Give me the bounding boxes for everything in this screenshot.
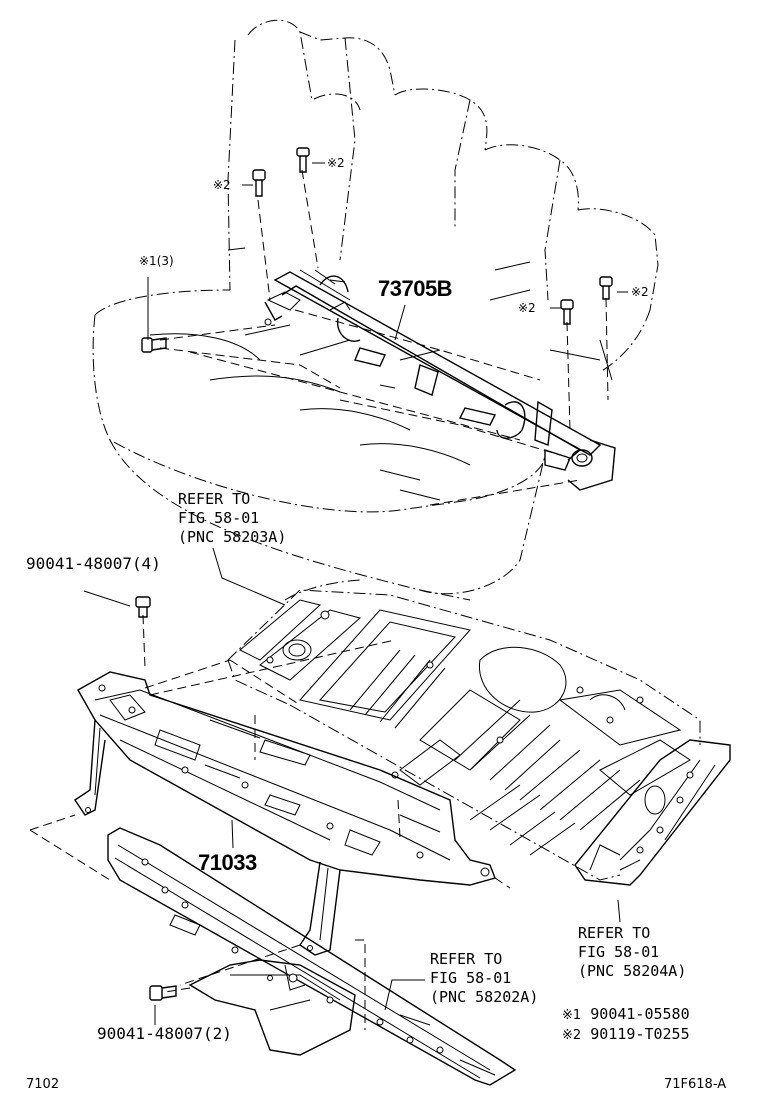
leader-73705b bbox=[394, 304, 406, 341]
bolt-seat-left bbox=[141, 337, 167, 353]
footer-left-code: 7102 bbox=[26, 1077, 60, 1092]
panel-71033 bbox=[74, 671, 496, 956]
legend-row-2: ※2 90119-T0255 bbox=[562, 1024, 690, 1044]
refer-right[interactable]: REFER TO FIG 58-01 (PNC 58204A) bbox=[578, 924, 686, 981]
refer-right-line1: REFER TO bbox=[578, 924, 651, 942]
bolt-upper-center bbox=[296, 147, 310, 173]
refer-right-line2: FIG 58-01 bbox=[578, 943, 660, 961]
refer-top-line2: FIG 58-01 bbox=[178, 509, 260, 527]
label-71033[interactable]: 71033 bbox=[198, 850, 257, 875]
refer-top-line3: (PNC 58203A) bbox=[178, 528, 287, 546]
refer-bottom-line3: (PNC 58202A) bbox=[430, 988, 539, 1006]
legend-part-2[interactable]: 90119-T0255 bbox=[590, 1025, 690, 1043]
label-mark2-d: ※2 bbox=[631, 285, 649, 299]
side-member-right bbox=[574, 739, 731, 886]
seat-belt-bar-73705b bbox=[264, 269, 616, 491]
footer-right-code: 71F618-A bbox=[664, 1077, 727, 1092]
refer-bottom-line2: FIG 58-01 bbox=[430, 969, 512, 987]
legend: ※1 90041-05580 ※2 90119-T0255 bbox=[562, 1004, 690, 1044]
legend-row-1: ※1 90041-05580 bbox=[562, 1004, 690, 1024]
label-mark2-a: ※2 bbox=[213, 178, 231, 192]
label-bolt-upper-left[interactable]: 90041-48007(4) bbox=[26, 554, 161, 573]
refer-top[interactable]: REFER TO FIG 58-01 (PNC 58203A) bbox=[178, 490, 286, 547]
bolt-right-inner bbox=[560, 299, 574, 325]
label-bolt-lower-left[interactable]: 90041-48007(2) bbox=[97, 1024, 232, 1043]
floor-pan-phantom bbox=[227, 589, 701, 881]
seat-guide-lines bbox=[159, 169, 609, 506]
bolt-90041-48007-upper bbox=[135, 596, 151, 618]
legend-part-1[interactable]: 90041-05580 bbox=[590, 1005, 690, 1023]
refer-bottom-line1: REFER TO bbox=[430, 950, 503, 968]
refer-bottom[interactable]: REFER TO FIG 58-01 (PNC 58202A) bbox=[430, 950, 538, 1007]
panel-guide-lines bbox=[29, 614, 511, 1030]
label-mark1-qty: ※1(3) bbox=[139, 254, 174, 268]
label-mark2-c: ※2 bbox=[518, 301, 536, 315]
seat-small-marks bbox=[379, 384, 396, 389]
bolt-right-outer bbox=[599, 276, 613, 300]
refer-top-line1: REFER TO bbox=[178, 490, 251, 508]
leader-lines bbox=[83, 162, 628, 1025]
label-73705b[interactable]: 73705B bbox=[378, 276, 453, 301]
legend-mark-1: ※1 bbox=[562, 1008, 582, 1023]
legend-mark-2: ※2 bbox=[562, 1028, 582, 1043]
bolt-90041-48007-lower bbox=[149, 985, 177, 1001]
refer-right-line3: (PNC 58204A) bbox=[578, 962, 687, 980]
label-mark2-b: ※2 bbox=[327, 156, 345, 170]
lower-bracket bbox=[188, 959, 356, 1056]
bolt-upper-left bbox=[252, 169, 266, 197]
rear-seat-phantom bbox=[92, 19, 659, 601]
rear-rail-bottom bbox=[107, 827, 517, 1086]
